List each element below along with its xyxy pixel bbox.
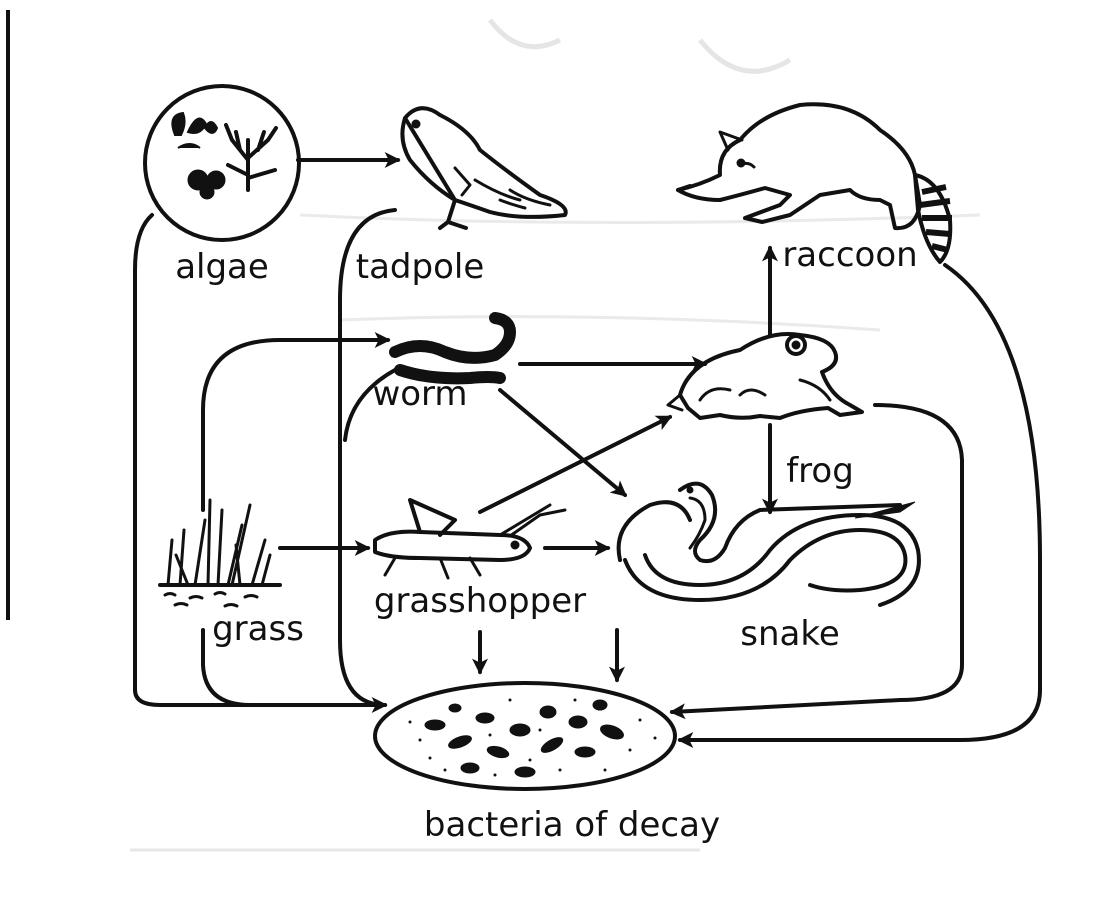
tadpole-node: tadpole	[356, 108, 566, 287]
tadpole-icon	[402, 108, 565, 228]
grasshopper-node: grasshopper	[374, 500, 586, 621]
grass-icon	[160, 500, 280, 606]
arrow-raccoon-bacteria	[680, 265, 1040, 740]
node-label-snake: snake	[740, 614, 840, 654]
arrow-grass-worm	[203, 340, 388, 510]
raccoon-node: raccoon	[678, 104, 952, 275]
node-label-worm: worm	[372, 374, 467, 414]
algae-node: algae	[145, 86, 299, 287]
snake-node: snake	[619, 484, 919, 654]
algae-icon	[172, 113, 276, 199]
node-label-grass: grass	[212, 609, 304, 649]
node-label-tadpole: tadpole	[356, 247, 485, 287]
frog-node: frog	[668, 334, 862, 491]
algae-circle	[145, 86, 299, 240]
frog-icon	[668, 334, 862, 418]
node-label-frog: frog	[786, 451, 854, 491]
bacteria-node: bacteria of decay	[375, 683, 720, 845]
arrow-grasshopper-frog	[480, 417, 670, 512]
node-label-bacteria: bacteria of decay	[424, 805, 720, 845]
worm-node: worm	[372, 318, 510, 414]
node-label-grasshopper: grasshopper	[374, 581, 586, 621]
arrow-worm-snake	[500, 390, 625, 495]
grasshopper-icon	[375, 500, 565, 578]
node-label-raccoon: raccoon	[782, 235, 917, 275]
bacteria-icon	[409, 699, 657, 778]
node-label-algae: algae	[175, 247, 269, 287]
worm-icon	[395, 318, 510, 378]
grass-node: grass	[160, 500, 304, 649]
